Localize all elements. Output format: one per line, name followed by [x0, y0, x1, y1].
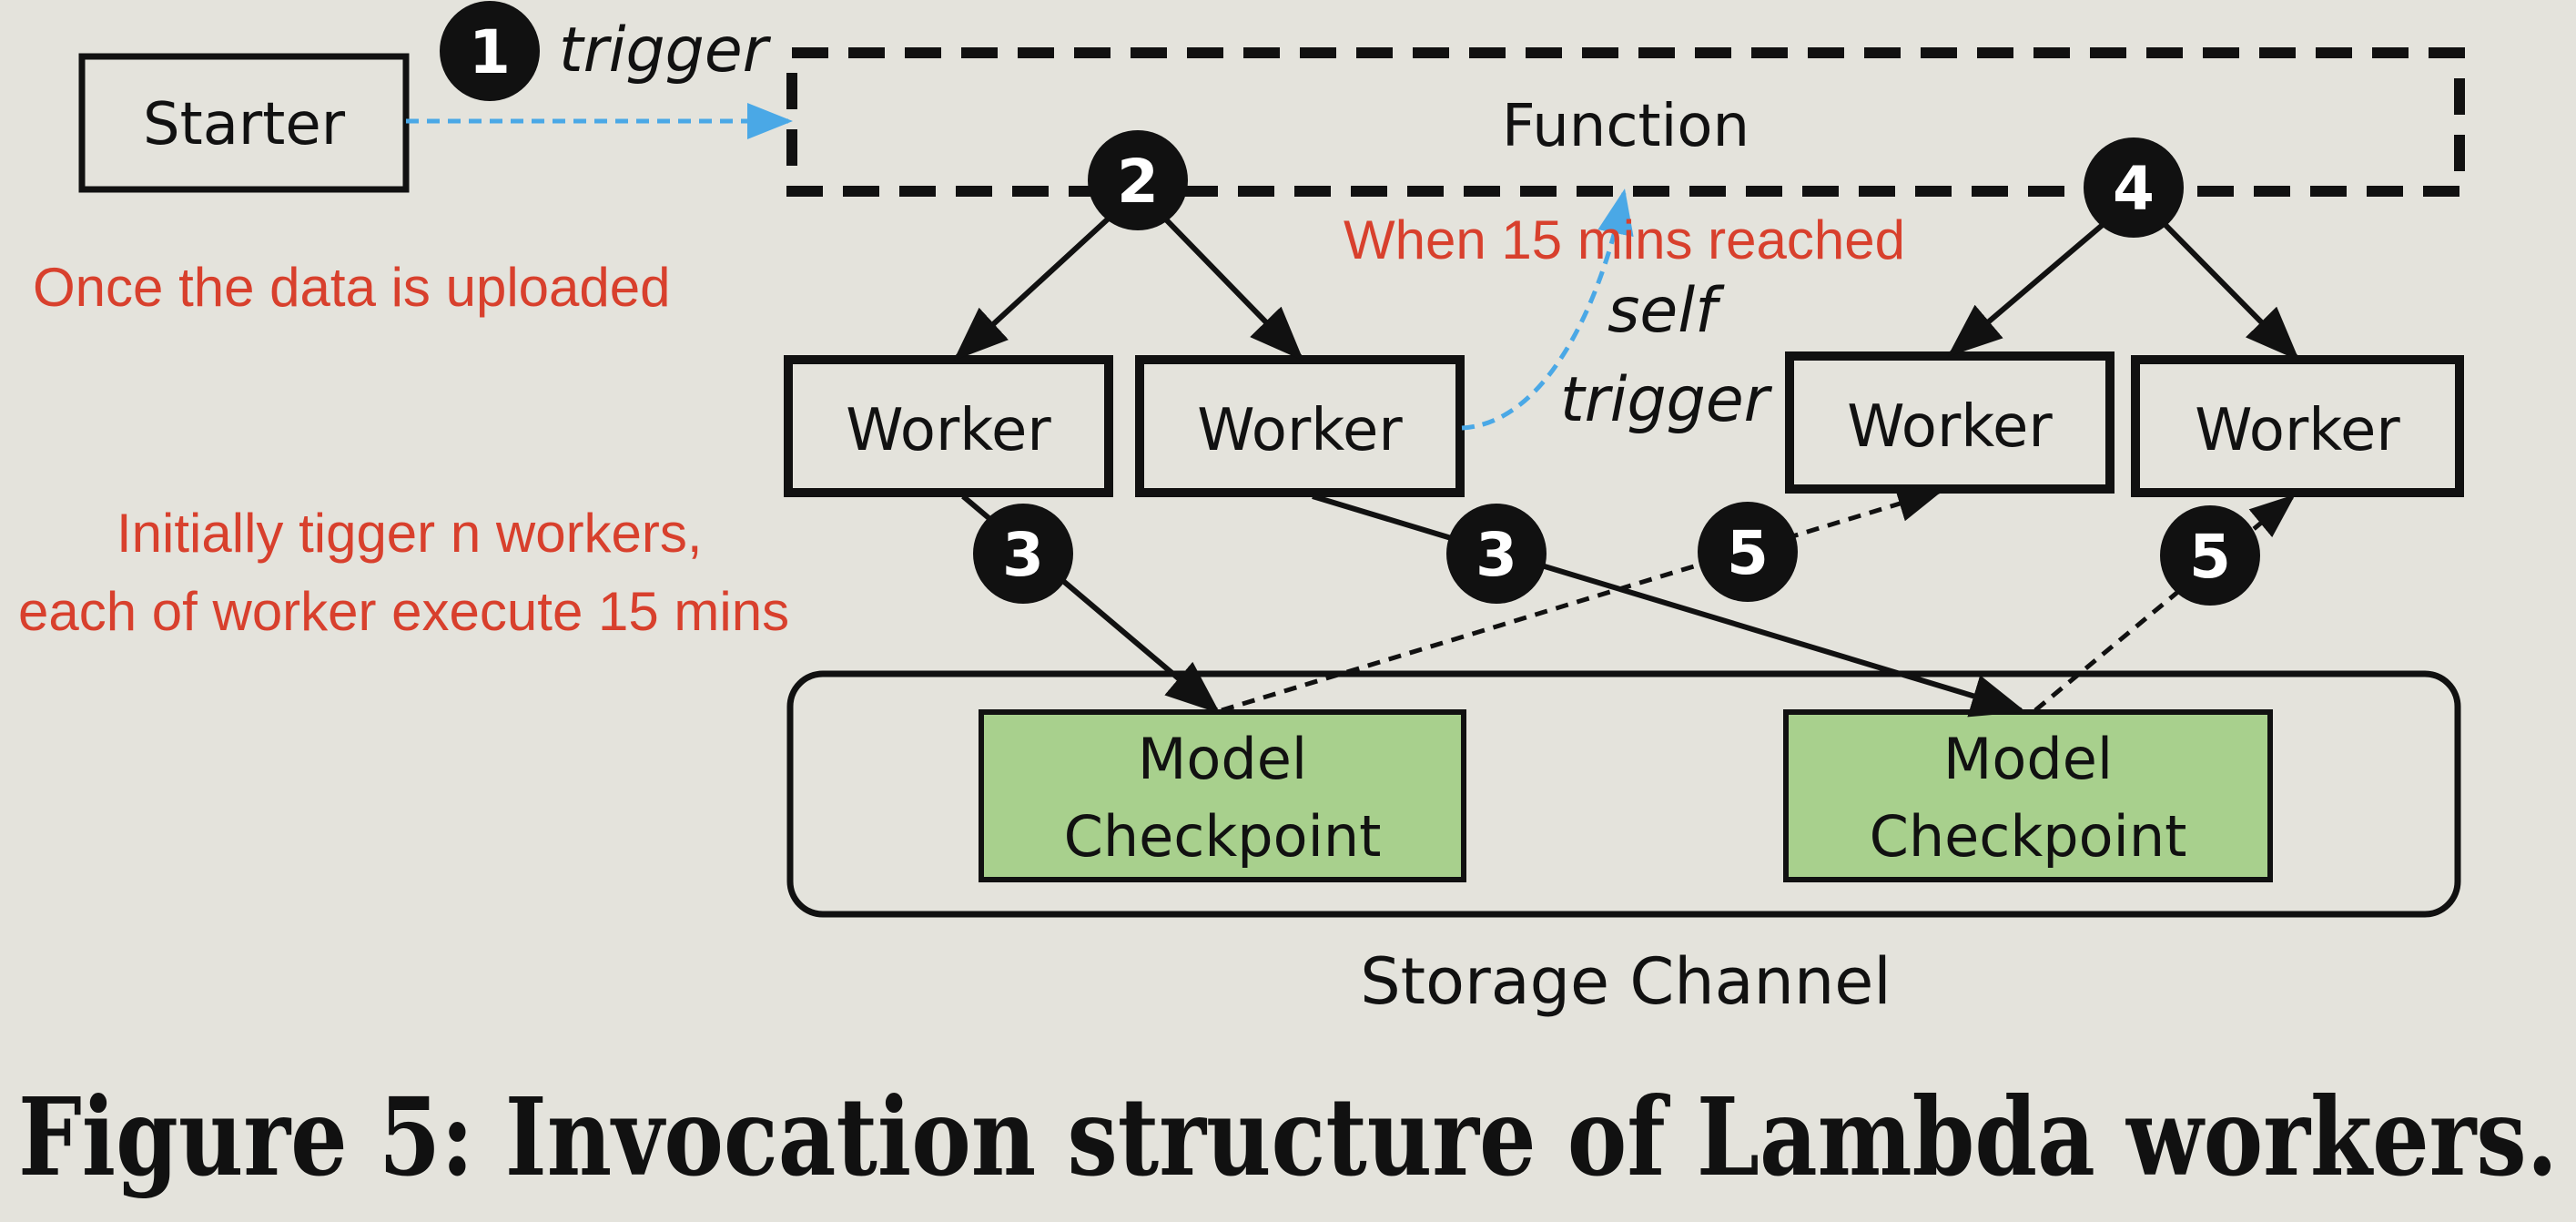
svg-text:3: 3	[1476, 520, 1517, 590]
step-badge-1: 1	[440, 1, 540, 101]
svg-text:3: 3	[1002, 520, 1044, 590]
self-trigger-label-line1: self	[1607, 275, 1725, 347]
function-label: Function	[1502, 93, 1749, 160]
arrow-step5-left	[1221, 485, 1943, 713]
storage-channel-container	[786, 670, 2461, 918]
arrow-step2-left	[953, 212, 1115, 362]
step-badge-3a: 3	[973, 504, 1073, 604]
svg-text:2: 2	[1117, 147, 1159, 217]
worker-label-2: Worker	[1197, 397, 1403, 464]
worker-label-4: Worker	[2195, 397, 2400, 464]
annotation-initial-line2: each of worker execute 15 mins	[18, 581, 789, 642]
arrow-step3-right	[1312, 494, 2026, 718]
annotation-initial-line1: Initially tigger n workers,	[117, 503, 703, 564]
step-badge-5b: 5	[2160, 505, 2260, 606]
checkpoint-label-2a: Model	[1943, 726, 2113, 792]
worker-label-1: Worker	[846, 397, 1051, 464]
storage-channel-label: Storage Channel	[1360, 944, 1891, 1019]
annotation-upload: Once the data is uploaded	[33, 257, 671, 318]
checkpoint-box-1	[979, 709, 1466, 882]
arrow-self-trigger	[1461, 188, 1634, 431]
svg-text:1: 1	[469, 17, 511, 87]
starter-label: Starter	[143, 91, 346, 158]
svg-text:5: 5	[2189, 522, 2231, 592]
arrow-step4-left	[1947, 216, 2112, 357]
step-badge-3b: 3	[1446, 504, 1547, 604]
checkpoint-box-2	[1783, 709, 2273, 882]
checkpoint-label-2b: Checkpoint	[1870, 803, 2187, 870]
checkpoint-label-1b: Checkpoint	[1064, 803, 1382, 870]
worker-label-3: Worker	[1847, 393, 2053, 461]
arrow-step4-right	[2156, 216, 2300, 362]
trigger-label: trigger	[559, 15, 772, 87]
svg-text:4: 4	[2113, 154, 2155, 224]
checkpoint-label-1a: Model	[1138, 726, 1307, 792]
step-badge-5a: 5	[1698, 502, 1798, 602]
svg-text:5: 5	[1727, 518, 1769, 588]
step-badge-2: 2	[1088, 130, 1188, 230]
step-badge-4: 4	[2084, 137, 2184, 238]
arrow-step5-right	[2033, 494, 2296, 712]
figure-caption: Figure 5: Invocation structure of Lambda…	[18, 1074, 2558, 1200]
arrow-step2-right	[1159, 212, 1304, 362]
worker-box-1	[784, 355, 1113, 497]
self-trigger-label-line2: trigger	[1560, 364, 1773, 436]
annotation-timeout: When 15 mins reached	[1344, 209, 1905, 270]
